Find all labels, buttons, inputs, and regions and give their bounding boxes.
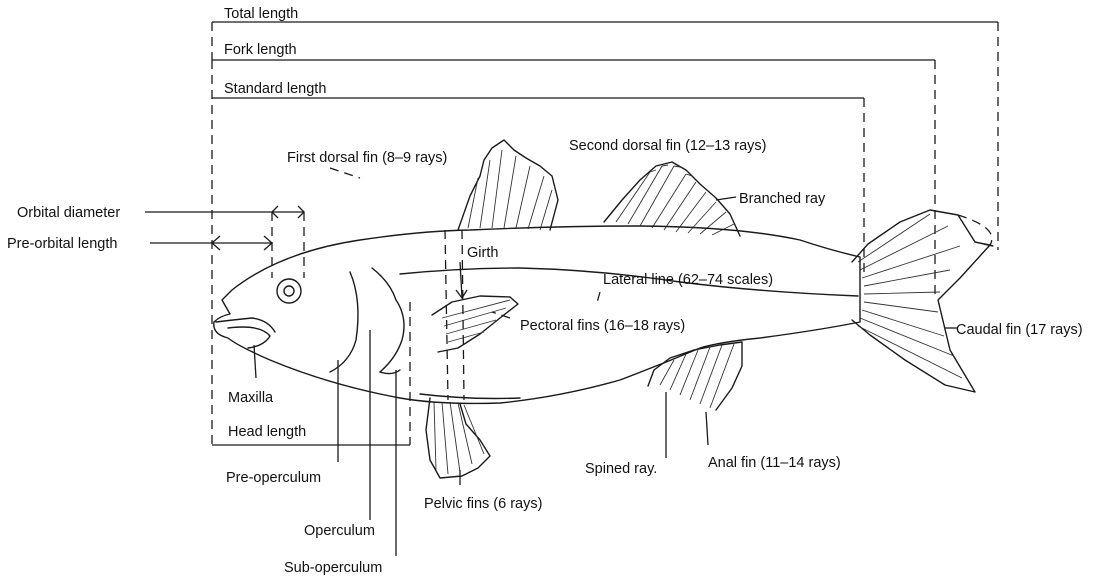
girth-label: Girth [467, 245, 498, 261]
mouth-line [216, 318, 275, 332]
standard-length-label: Standard length [224, 81, 326, 97]
anal-fin [648, 342, 742, 410]
pelvic-fin [426, 398, 490, 478]
operculum-label: Operculum [304, 523, 375, 539]
pre-orbital-length-marker [150, 236, 272, 250]
spined-ray-label: Spined ray. [585, 461, 657, 477]
lateral-line-pointer [596, 292, 600, 306]
belly-line [420, 394, 520, 399]
fish-body-outline [214, 226, 860, 403]
eye-pupil [284, 286, 294, 296]
head-length-label: Head length [228, 424, 306, 440]
pelvic-fins-label: Pelvic fins (6 rays) [424, 496, 542, 512]
pectoral-fins-label: Pectoral fins (16–18 rays) [520, 318, 685, 334]
operculum-edge [372, 268, 404, 372]
total-length-label: Total length [224, 6, 298, 22]
pre-operculum-label: Pre-operculum [226, 470, 321, 486]
total-length-bracket [212, 22, 998, 250]
orbital-diameter-label: Orbital diameter [17, 205, 120, 221]
pre-operculum-edge [330, 272, 358, 372]
caudal-fin [852, 210, 993, 392]
lateral-line-label: Lateral line (62–74 scales) [603, 272, 773, 288]
caudal-fin-label: Caudal fin (17 rays) [956, 322, 1083, 338]
fork-length-label: Fork length [224, 42, 297, 58]
second-dorsal-fin-label: Second dorsal fin (12–13 rays) [569, 138, 766, 154]
maxilla-bone [228, 327, 270, 348]
eye-outer [277, 279, 301, 303]
maxilla-label: Maxilla [228, 390, 274, 406]
head-length-bracket [212, 60, 410, 445]
sub-operculum-label: Sub-operculum [284, 560, 382, 576]
pectoral-fin [432, 296, 518, 352]
branched-ray-label: Branched ray [739, 191, 826, 207]
orbital-diameter-marker [145, 206, 304, 278]
pre-orbital-length-label: Pre-orbital length [7, 236, 117, 252]
branched-ray-pointer [716, 197, 736, 200]
girth-marker [445, 230, 467, 400]
anal-fin-pointer [706, 412, 708, 445]
anal-fin-label: Anal fin (11–14 rays) [708, 455, 841, 471]
first-dorsal-fin [458, 140, 558, 230]
maxilla-pointer [254, 345, 256, 378]
sub-operculum-edge [380, 370, 400, 374]
standard-length-bracket [212, 98, 864, 272]
first-dorsal-pointer [330, 168, 360, 178]
first-dorsal-fin-label: First dorsal fin (8–9 rays) [287, 150, 447, 166]
